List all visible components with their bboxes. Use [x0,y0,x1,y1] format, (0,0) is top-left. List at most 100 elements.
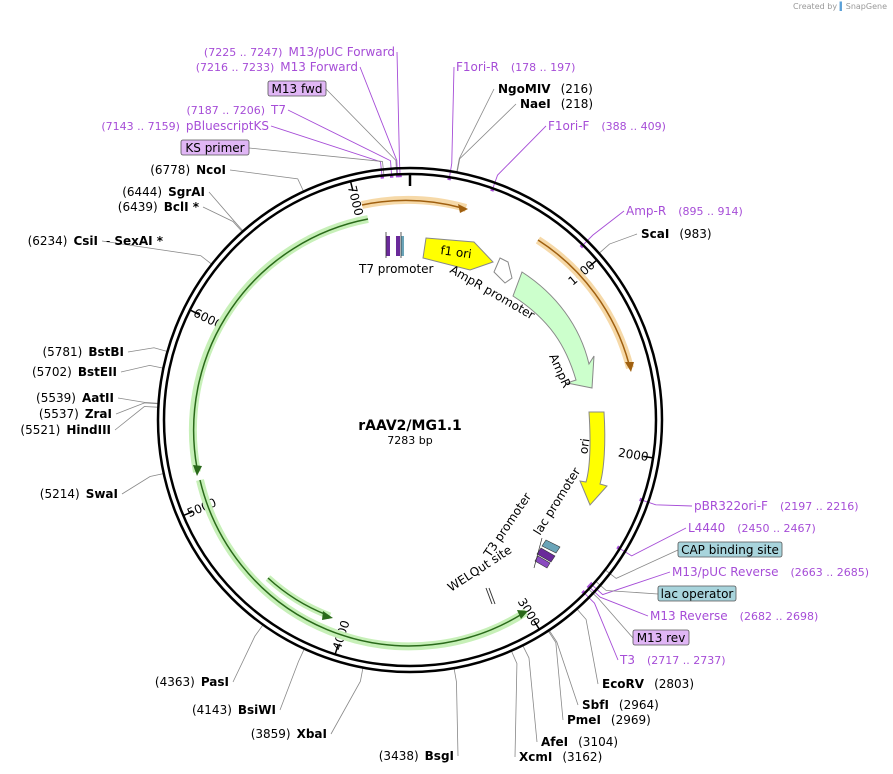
lac-operator-box[interactable]: lac operator [657,585,737,602]
lac-operator-box-connector [595,581,659,595]
primer-m13puc-rev-mark [588,581,593,586]
enzyme-bsiwi-connector [279,649,305,711]
ks-primer-box[interactable]: KS primer [180,139,250,156]
enzyme-scai[interactable]: ScaI(983) [641,227,712,241]
primer-t3-connector [584,593,619,661]
primer-f1ori-f[interactable]: F1ori-F (388 .. 409) [548,119,666,133]
enzyme-csii[interactable]: (6234) CsiI [28,234,98,248]
primer-t7-pos: (7187 .. 7206) [186,104,265,117]
enzyme-ncoi[interactable]: (6778)NcoI [150,163,226,177]
ks-primer-box-text: KS primer [185,141,244,155]
primer-m13-fwd-label-connector [359,66,398,175]
enzyme-ncoi-connector [229,169,304,191]
ori-arrow[interactable] [579,411,608,506]
enzyme-swai-pos: (5214) [40,487,80,501]
primer-t3[interactable]: T3 (2717 .. 2737) [619,653,726,667]
enzyme-ngomiv[interactable]: NgoMIV (216) [498,82,593,96]
primer-m13puc-rev-connector [592,571,671,596]
enzyme-afei[interactable]: AfeI(3104) [541,735,618,749]
f1-ori-arrow[interactable] [422,237,494,271]
enzyme-swai[interactable]: (5214)SwaI [40,487,118,501]
enzyme-bstbi-connector [127,347,167,353]
enzyme-bsiwi-name: BsiWI [238,703,276,717]
primer-m13puc-rev[interactable]: M13/pUC Reverse(2663 .. 2685) [672,565,869,579]
enzyme-sexai[interactable]: -SexAI * [106,234,164,248]
enzyme-csii-name: CsiI [73,234,98,248]
ks-primer-box-connector [248,147,385,176]
enzyme-ngomiv-pos: (216) [561,82,593,96]
welqut-site-label: WELQut site [445,543,514,595]
enzyme-hindiii-connector [114,406,158,431]
enzyme-ngomiv-name: NgoMIV [498,82,551,96]
m13-rev-box[interactable]: M13 rev [632,629,690,646]
primer-t7-connector [287,109,393,175]
enzyme-bstbi-pos: (5781) [42,345,82,359]
cap-box-connector [604,549,679,579]
primer-m13puc-fwd-connector [396,51,401,175]
lac-operator-box-bg [657,585,737,602]
enzyme-ncoi-pos: (6778) [150,163,190,177]
primer-m13-reverse[interactable]: M13 Reverse(2682 .. 2698) [650,609,818,623]
enzyme-naei[interactable]: NaeI(218) [520,97,593,111]
primer-f1ori-f-connector [492,125,547,189]
tick-label-2000: 2000 [617,446,649,465]
enzyme-sbfi[interactable]: SbfI(2964) [582,698,659,712]
green-arc-left [192,218,369,469]
enzyme-pmei[interactable]: PmeI(2969) [567,713,651,727]
primer-pbr322ori-f-pos: (2197 .. 2216) [780,500,859,513]
credit-text: Created by [793,2,838,11]
enzyme-bsgi[interactable]: (3438) BsgI [379,749,454,763]
primer-t7[interactable]: (7187 .. 7206) T7 [186,103,286,117]
credit-brand: SnapGene [845,2,887,11]
primer-f1ori-r-name: F1ori-R [456,60,499,74]
ampr-promoter-arrow[interactable] [493,257,513,284]
enzyme-xbai-pos: (3859) [251,727,291,741]
tick-mark-1000 [588,259,598,268]
primer-t3-name: T3 [619,653,635,667]
enzyme-scai-pos: (983) [679,227,711,241]
enzyme-bsgi-name: BsgI [425,749,454,763]
primer-m13-fwd-label-pos: (7216 .. 7233) [196,61,275,74]
ampr-arrow[interactable] [512,271,595,389]
enzyme-ecorv[interactable]: EcoRV(2803) [602,677,694,691]
t7-promoter-marks [385,232,404,258]
cap-box[interactable]: CAP binding site [677,541,783,558]
enzyme-pasi[interactable]: (4363)PasI [155,675,229,689]
primer-l4440-name: L4440 [688,521,725,535]
primer-m13-fwd-label[interactable]: (7216 .. 7233)M13 Forward [196,60,358,74]
primer-amp-r[interactable]: Amp-R(895 .. 914) [626,204,743,218]
primer-m13puc-fwd[interactable]: (7225 .. 7247)M13/pUC Forward [204,45,395,59]
m13-fwd-box[interactable]: M13 fwd [267,80,327,97]
m13-rev-box-text: M13 rev [637,631,686,645]
primer-t3-pos: (2717 .. 2737) [647,654,726,667]
enzyme-xcmi[interactable]: XcmI(3162) [519,750,602,764]
primer-pbr322ori-f-mark [639,497,643,502]
enzyme-csii-pos: (6234) [28,234,68,248]
enzyme-bsteii[interactable]: (5702)BstEII [32,365,117,379]
enzyme-bcli[interactable]: (6439)BclI * [118,200,200,214]
primer-f1ori-r-connector [449,66,455,178]
welqut-site-mark [485,587,496,605]
enzyme-xbai[interactable]: (3859)XbaI [251,727,327,741]
enzyme-bcli-connector [202,206,242,232]
primer-f1ori-r[interactable]: F1ori-R(178 .. 197) [456,60,575,74]
primer-t3-mark [581,590,586,594]
enzyme-zrai-connector [115,402,158,415]
enzyme-sgrai[interactable]: (6444)SgrAI [122,185,205,199]
enzyme-bsiwi[interactable]: (4143)BsiWI [192,703,276,717]
primer-f1ori-f-pos: (388 .. 409) [601,120,666,133]
primer-pbr322ori-f[interactable]: pBR322ori-F(2197 .. 2216) [694,499,859,513]
primer-t7-name: T7 [270,103,286,117]
m13-fwd-box-text: M13 fwd [272,82,323,96]
primer-f1ori-f-name: F1ori-F [548,119,589,133]
enzyme-zrai[interactable]: (5537)ZraI [39,407,112,421]
enzyme-aatii[interactable]: (5539)AatII [36,391,114,405]
primer-pbluescriptks[interactable]: (7143 .. 7159)pBluescriptKS [101,119,269,133]
enzyme-hindiii[interactable]: (5521)HindIII [20,423,111,437]
enzyme-bstbi[interactable]: (5781)BstBI [42,345,124,359]
enzyme-bsteii-connector [120,364,163,373]
enzyme-bsteii-pos: (5702) [32,365,72,379]
primer-l4440[interactable]: L4440(2450 .. 2467) [688,521,816,535]
enzyme-bsgi-pos: (3438) [379,749,419,763]
primer-m13puc-rev-pos: (2663 .. 2685) [791,566,870,579]
